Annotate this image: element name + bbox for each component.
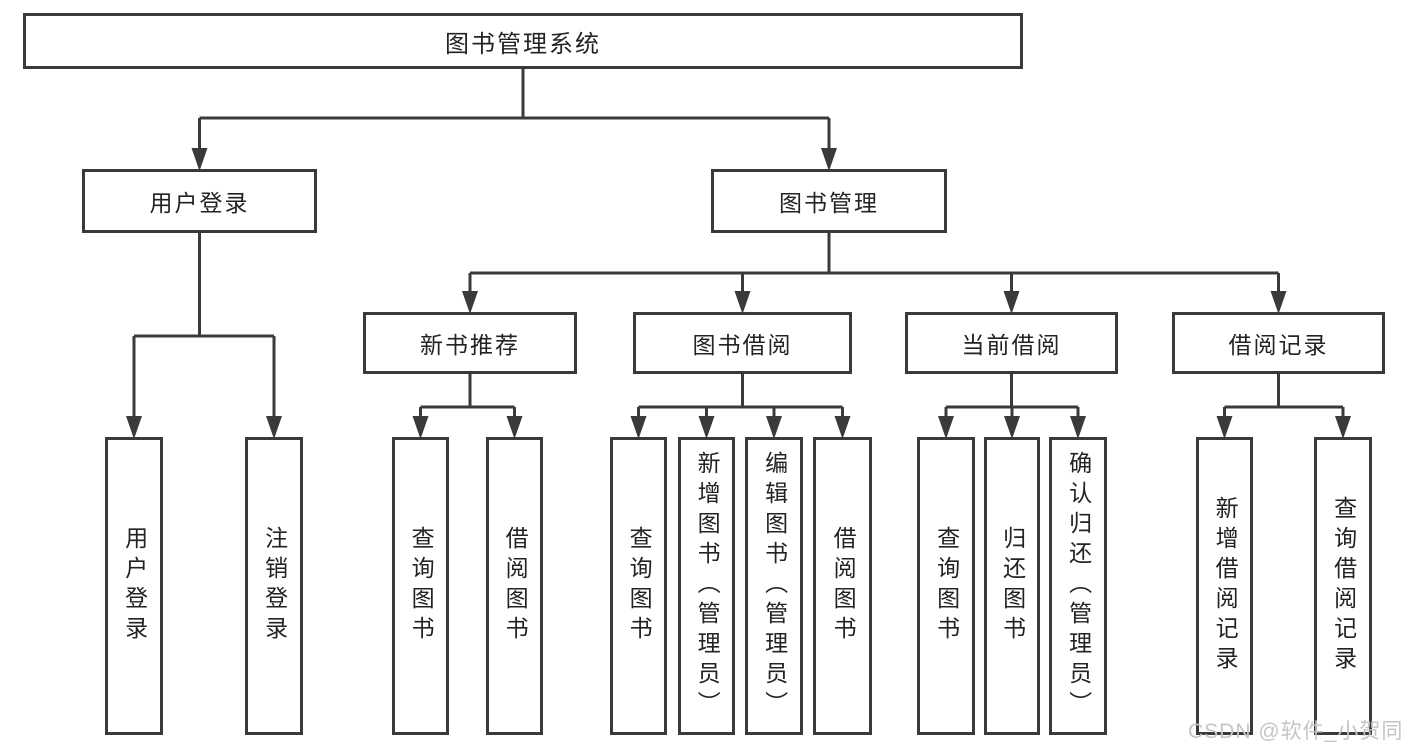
node-book-mgmt: 图书管理 xyxy=(711,169,947,233)
node-query-book-1: 查询图书 xyxy=(392,437,449,735)
node-label-return-book: 归还图书 xyxy=(999,526,1026,646)
node-user-login: 用户登录 xyxy=(105,437,163,735)
node-borrow-record: 借阅记录 xyxy=(1172,312,1385,374)
node-label-query-record: 查询借阅记录 xyxy=(1330,496,1357,676)
watermark-text: CSDN @软件_小贺同学 xyxy=(1188,720,1405,743)
node-label-book-borrow: 图书借阅 xyxy=(692,332,793,358)
node-add-record: 新增借阅记录 xyxy=(1196,437,1253,735)
node-label-login-module: 用户登录 xyxy=(149,190,250,216)
node-user-logout: 注销登录 xyxy=(245,437,303,735)
node-label-new-book-rec: 新书推荐 xyxy=(420,332,520,358)
node-label-borrow-book-2: 借阅图书 xyxy=(830,526,857,646)
node-root: 图书管理系统 xyxy=(23,13,1023,69)
node-label-add-book: 新增图书（管理员） xyxy=(694,451,721,721)
node-new-book-rec: 新书推荐 xyxy=(363,312,577,374)
node-label-borrow-record: 借阅记录 xyxy=(1228,332,1329,358)
node-confirm-return: 确认归还（管理员） xyxy=(1049,437,1107,735)
node-label-root: 图书管理系统 xyxy=(445,30,601,58)
node-label-current-borrow: 当前借阅 xyxy=(961,332,1062,358)
node-label-confirm-return: 确认归还（管理员） xyxy=(1065,451,1092,721)
node-label-user-login: 用户登录 xyxy=(121,526,148,646)
edge-lines xyxy=(132,69,1345,420)
node-label-user-logout: 注销登录 xyxy=(261,526,288,646)
node-return-book: 归还图书 xyxy=(984,437,1040,735)
node-borrow-book-1: 借阅图书 xyxy=(486,437,543,735)
node-add-book: 新增图书（管理员） xyxy=(678,437,735,735)
node-label-query-book-2: 查询图书 xyxy=(626,526,653,646)
node-label-book-mgmt: 图书管理 xyxy=(779,190,879,216)
node-label-add-record: 新增借阅记录 xyxy=(1212,496,1239,676)
node-label-query-book-1: 查询图书 xyxy=(408,526,435,646)
node-current-borrow: 当前借阅 xyxy=(905,312,1118,374)
node-query-book-3: 查询图书 xyxy=(917,437,975,735)
node-query-record: 查询借阅记录 xyxy=(1314,437,1372,735)
node-edit-book: 编辑图书（管理员） xyxy=(745,437,803,735)
node-book-borrow: 图书借阅 xyxy=(633,312,852,374)
node-login-module: 用户登录 xyxy=(82,169,317,233)
node-label-edit-book: 编辑图书（管理员） xyxy=(761,451,788,721)
node-label-borrow-book-1: 借阅图书 xyxy=(502,526,529,646)
node-label-query-book-3: 查询图书 xyxy=(933,526,960,646)
node-query-book-2: 查询图书 xyxy=(610,437,667,735)
arrowhead-icons xyxy=(126,148,1351,439)
node-borrow-book-2: 借阅图书 xyxy=(813,437,872,735)
